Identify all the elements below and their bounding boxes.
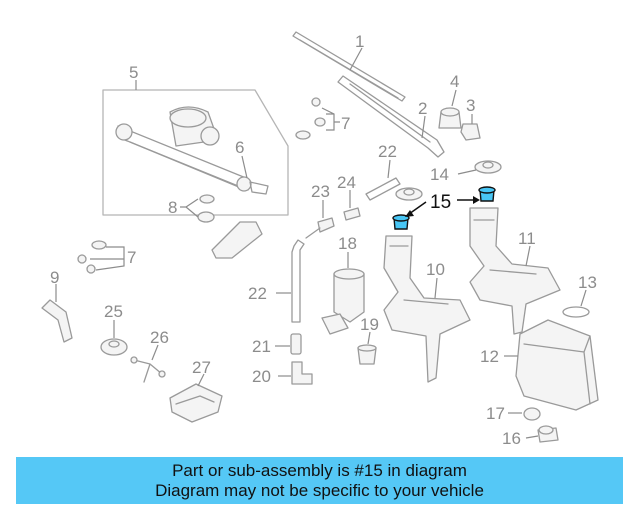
callout-16: 16 xyxy=(502,429,521,448)
hose-part-lower xyxy=(276,239,305,323)
nut-part xyxy=(460,114,481,141)
callout-2: 2 xyxy=(418,99,427,118)
callout-15: 15 xyxy=(430,192,451,213)
callout-1: 1 xyxy=(355,32,364,51)
fastener-part-upper xyxy=(295,97,340,140)
callout-20: 20 xyxy=(252,367,271,386)
callout-10: 10 xyxy=(426,260,445,279)
nozzle-part-23 xyxy=(305,200,335,239)
callout-4: 4 xyxy=(450,72,459,91)
callout-23: 23 xyxy=(311,182,330,201)
callout-14: 14 xyxy=(430,165,449,184)
callout-25: 25 xyxy=(104,302,123,321)
callout-19: 19 xyxy=(360,315,379,334)
grommet-part-15 xyxy=(392,186,496,230)
wiper-linkage-part xyxy=(102,80,289,216)
callout-7a: 7 xyxy=(341,114,350,133)
callout-8: 8 xyxy=(168,198,177,217)
plug-part xyxy=(357,331,377,365)
level-sensor-part-16 xyxy=(525,425,559,443)
callout-6: 6 xyxy=(235,138,244,157)
callout-13: 13 xyxy=(578,273,597,292)
banner-line-1: Part or sub-assembly is #15 in diagram xyxy=(172,461,467,480)
bushing-part xyxy=(180,194,215,223)
callout-22b: 22 xyxy=(248,284,267,303)
callout-9: 9 xyxy=(50,268,59,287)
nozzle-part-24 xyxy=(343,190,361,221)
fastener-part-lower xyxy=(77,240,125,274)
pump-unit-part xyxy=(169,373,223,423)
callout-27: 27 xyxy=(192,358,211,377)
bracket-part xyxy=(41,284,73,343)
washer-pump-part xyxy=(321,252,365,335)
hose-connector-part xyxy=(130,344,166,383)
callout-12: 12 xyxy=(480,347,499,366)
wiper-arm-part xyxy=(337,75,445,158)
washer-part xyxy=(395,160,502,201)
wiper-blade-part xyxy=(292,31,406,102)
callout-26: 26 xyxy=(150,328,169,347)
motor-bracket-part xyxy=(211,221,263,259)
callout-22a: 22 xyxy=(378,142,397,161)
callout-7b: 7 xyxy=(127,248,136,267)
callout-21: 21 xyxy=(252,337,271,356)
grommet-part-17 xyxy=(508,407,541,421)
washer-reservoir-part xyxy=(504,319,599,411)
callout-24: 24 xyxy=(337,173,356,192)
callout-3: 3 xyxy=(466,96,475,115)
filler-neck-part-10 xyxy=(383,235,471,383)
callout-11: 11 xyxy=(518,229,536,248)
callout-17: 17 xyxy=(486,404,505,423)
connector-tube-part xyxy=(275,333,302,355)
parts-diagram: 1 2 4 3 14 15 xyxy=(41,31,599,448)
filler-neck-part-11 xyxy=(469,207,561,335)
elbow-fitting-part xyxy=(278,361,313,385)
cap-part xyxy=(438,89,462,129)
banner-line-2: Diagram may not be specific to your vehi… xyxy=(155,481,484,500)
rubber-grommet-part xyxy=(100,320,128,356)
info-banner: Part or sub-assembly is #15 in diagram D… xyxy=(16,457,623,504)
callout-5: 5 xyxy=(129,63,138,82)
callout-18: 18 xyxy=(338,234,357,253)
hose-part-upper xyxy=(365,159,401,201)
seal-ring-part xyxy=(562,289,590,318)
